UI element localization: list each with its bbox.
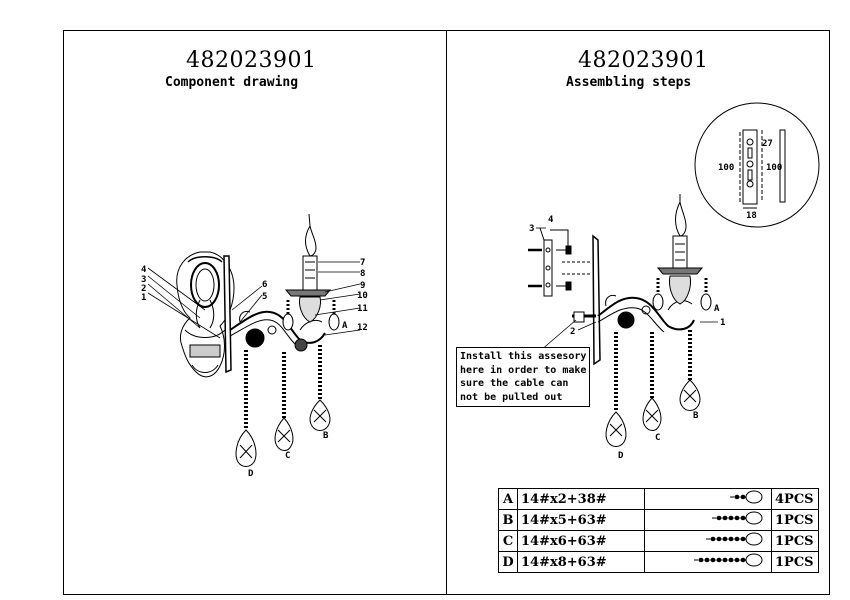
strand-bead [716, 557, 722, 563]
strand-bead [740, 536, 746, 542]
assembly-candle [656, 194, 704, 305]
dim-left-100: 100 [718, 163, 734, 173]
pendant-crystal [745, 490, 763, 504]
assembly-callout-3: 3 [529, 224, 534, 234]
crystal-strand-b [309, 345, 331, 431]
row-quantity: 1PCS [771, 530, 819, 552]
bracket-detail [694, 102, 820, 228]
assembly-callout-d: D [618, 451, 624, 461]
strand-bead [710, 557, 716, 563]
dim-right-100: 100 [766, 163, 782, 173]
row-strand-picture [644, 509, 772, 531]
left-leader-lines [147, 261, 361, 339]
strand-bead [734, 515, 740, 521]
row-strand-picture [644, 488, 772, 510]
callout-7: 7 [360, 258, 365, 268]
callout-8: 8 [360, 269, 365, 279]
strand-bead [722, 557, 728, 563]
callout-9: 9 [360, 281, 365, 291]
pendant-crystal [745, 532, 763, 546]
row-quantity: 4PCS [771, 488, 819, 510]
screw-kit [528, 227, 590, 297]
callout-c: C [285, 451, 290, 461]
strand-bead [740, 515, 746, 521]
callout-12: 12 [357, 323, 368, 333]
strand-bead [722, 515, 728, 521]
assembly-callout-b: B [693, 411, 699, 421]
table-row: B 14#x5+63# 1PCS [498, 509, 819, 531]
strand-bead [740, 494, 746, 500]
strand-bead [716, 515, 722, 521]
callout-d: D [248, 469, 254, 479]
crystal-strand-c [274, 352, 294, 451]
right-subtitle: Assembling steps [566, 75, 692, 90]
crystal-strand-d [235, 350, 257, 467]
callout-6: 6 [262, 280, 267, 290]
callout-11: 11 [357, 304, 368, 314]
strand-bead [728, 557, 734, 563]
note-line-4: not be pulled out [460, 391, 563, 403]
row-strand-picture [644, 551, 772, 573]
table-row: D 14#x8+63# 1PCS [498, 551, 819, 573]
dim-top-27: 27 [762, 139, 773, 149]
assembly-callout-a: A [714, 304, 720, 314]
strand-bead [734, 536, 740, 542]
strand-bead [734, 494, 740, 500]
strand-bead [734, 557, 740, 563]
candle-holder [284, 213, 332, 323]
right-product-code: 482023901 [578, 48, 709, 73]
callout-10: 10 [357, 291, 368, 301]
row-letter: C [498, 530, 518, 552]
left-subtitle: Component drawing [165, 75, 299, 90]
row-strand-picture [644, 530, 772, 552]
callout-5: 5 [262, 292, 267, 302]
table-row: C 14#x6+63# 1PCS [498, 530, 819, 552]
pendant-crystal [745, 553, 763, 567]
row-quantity: 1PCS [771, 509, 819, 531]
cable-note: Install this assesory here in order to m… [456, 347, 590, 407]
row-formula: 14#x5+63# [517, 509, 645, 531]
pendant-crystal [745, 511, 763, 525]
strand-bead [728, 515, 734, 521]
assembly-callout-1: 1 [720, 318, 725, 328]
left-product-code: 482023901 [186, 48, 317, 73]
strand-bead [716, 536, 722, 542]
right-callout-labels: 1 2 3 4 A B C D 100 100 27 18 [529, 139, 782, 461]
panel-divider [446, 30, 447, 595]
dim-bottom-18: 18 [746, 211, 757, 221]
strand-bead [728, 536, 734, 542]
callout-b: B [323, 431, 329, 441]
right-leader-lines [536, 227, 718, 352]
row-letter: D [498, 551, 518, 573]
assembly-callout-4: 4 [548, 215, 554, 225]
callout-4: 4 [141, 265, 147, 275]
note-line-3: sure the cable can [460, 378, 569, 389]
assembly-callout-2: 2 [570, 327, 575, 337]
note-line-1: Install this assesory [460, 351, 587, 362]
row-letter: A [498, 488, 518, 510]
callout-3: 3 [141, 275, 146, 285]
callout-1: 1 [141, 293, 146, 303]
row-formula: 14#x6+63# [517, 530, 645, 552]
callout-2: 2 [141, 284, 146, 294]
assembly-callout-c: C [655, 433, 660, 443]
assembly-crystals [605, 278, 712, 447]
row-formula: 14#x8+63# [517, 551, 645, 573]
row-formula: 14#x2+38# [517, 488, 645, 510]
strand-bead [698, 557, 704, 563]
crystal-strand-a [282, 300, 340, 331]
row-quantity: 1PCS [771, 551, 819, 573]
strand-bead [722, 536, 728, 542]
strand-bead [704, 557, 710, 563]
note-line-2: here in order to make [460, 364, 587, 376]
left-callout-labels: 1 2 3 4 5 6 7 8 9 10 11 12 A B C D [141, 258, 368, 479]
strand-bead [710, 536, 716, 542]
table-row: A 14#x2+38# 4PCS [498, 488, 819, 510]
crystal-parts-table: A 14#x2+38# 4PCS B 14#x5+63# 1PCS C 14#x… [498, 488, 819, 573]
strand-bead [740, 557, 746, 563]
callout-a: A [342, 321, 348, 331]
row-letter: B [498, 509, 518, 531]
